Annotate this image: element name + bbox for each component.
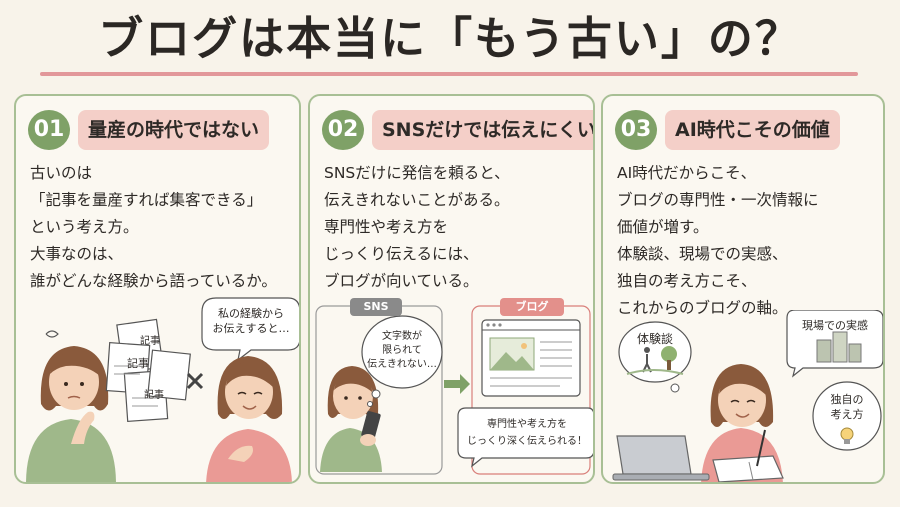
thought-bubble-text: 文字数が 限られて 伝えきれない… [366, 330, 438, 372]
card-2-number: 02 [322, 110, 364, 150]
card-3-line: 価値が増す。 [617, 218, 709, 236]
card-1-body: 古いのは 「記事を量産すれば集客できる」 という考え方。 大事なのは、 誰がどん… [30, 160, 292, 295]
laptop-icon [612, 435, 710, 481]
card-3-number: 03 [615, 110, 657, 150]
thought-line: 限られて [382, 345, 422, 356]
card-3-line: ブログの専門性・一次情報に [617, 191, 819, 209]
browser-window-icon [481, 319, 581, 397]
notebook-icon [712, 429, 784, 482]
card-3-body: AI時代だからこそ、 ブログの専門性・一次情報に 価値が増す。 体験談、現場での… [617, 160, 879, 322]
experience-bubble-text: 体験談 [636, 332, 673, 346]
document-stack-icon [105, 318, 191, 422]
document-label: 記事 [127, 357, 149, 370]
card-1-line: 誰がどんな経験から語っているか。 [30, 272, 277, 290]
card-3-line: これからのブログの軸。 [617, 299, 788, 317]
card-1-line: 「記事を量産すれば集客できる」 [30, 191, 263, 209]
card-2-line: じっくり伝えるには、 [324, 245, 479, 263]
woman-with-phone-icon [320, 366, 382, 472]
page-title: ブログは本当に「もう古い」の？ [98, 12, 802, 65]
blog-caption-line: 専門性や考え方を [487, 419, 567, 430]
card-2-line: 伝えきれないことがある。 [324, 191, 510, 209]
unique-line: 考え方 [830, 408, 864, 421]
document-label: 記事 [144, 390, 164, 401]
blog-tag: ブログ [500, 298, 564, 316]
hiking-person-icon [626, 346, 684, 375]
card-3-heading: AI時代こその価値 [665, 110, 840, 150]
cross-icon [186, 372, 204, 390]
sns-tag: SNS [350, 298, 402, 316]
speech-bubble-text: 私の経験から お伝えすると… [209, 306, 293, 336]
field-bubble-text: 現場での実感 [802, 319, 868, 332]
speech-line: お伝えすると… [212, 322, 290, 335]
card-1-heading: 量産の時代ではない [78, 110, 270, 150]
blog-caption-text: 専門性や考え方を じっくり深く伝えられる！ [462, 416, 592, 450]
blog-caption-line: じっくり深く伝えられる！ [467, 436, 587, 447]
thought-line: 文字数が [382, 331, 422, 342]
card-1: 01 量産の時代ではない 古いのは 「記事を量産すれば集客できる」 という考え方… [14, 94, 301, 484]
card-2: 02 SNSだけでは伝えにくい SNSだけに発信を頼ると、 伝えきれないことがあ… [308, 94, 595, 484]
unique-bubble-text: 独自の 考え方 [823, 392, 871, 422]
card-3: 03 AI時代こその価値 AI時代だからこそ、 ブログの専門性・一次情報に 価値… [601, 94, 885, 484]
speech-line: 私の経験から [218, 307, 284, 320]
confident-woman-icon [206, 356, 292, 482]
card-1-line: 大事なのは、 [30, 245, 124, 263]
unique-line: 独自の [830, 393, 864, 406]
card-3-line: 独自の考え方こそ、 [617, 272, 757, 290]
document-label: 記事 [140, 336, 160, 347]
card-2-body: SNSだけに発信を頼ると、 伝えきれないことがある。 専門性や考え方を じっくり… [324, 160, 586, 295]
thinking-woman-icon [26, 330, 116, 482]
card-1-number: 01 [28, 110, 70, 150]
card-2-heading: SNSだけでは伝えにくい [372, 110, 593, 150]
thought-line: 伝えきれない… [367, 359, 437, 370]
lightbulb-icon [840, 427, 854, 444]
title-underline [40, 72, 858, 76]
card-2-line: SNSだけに発信を頼ると、 [324, 164, 510, 182]
card-3-illustration: 体験談 現場での実感 独自の 考え方 [603, 310, 883, 482]
card-2-line: ブログが向いている。 [324, 272, 479, 290]
card-2-line: 専門性や考え方を [324, 218, 449, 236]
arrow-right-icon [444, 374, 470, 394]
card-1-line: 古いのは [30, 164, 93, 182]
card-1-line: という考え方。 [30, 218, 139, 236]
card-3-line: AI時代だからこそ、 [617, 164, 757, 182]
buildings-icon [816, 331, 862, 363]
card-2-illustration: SNS ブログ 文字数が 限られて 伝えきれない… 専門性や考え方を じっくり深… [310, 294, 593, 482]
card-3-line: 体験談、現場での実感、 [617, 245, 788, 263]
card-1-illustration: 記事 記事 記事 私の経験から お伝えすると… [16, 294, 299, 482]
